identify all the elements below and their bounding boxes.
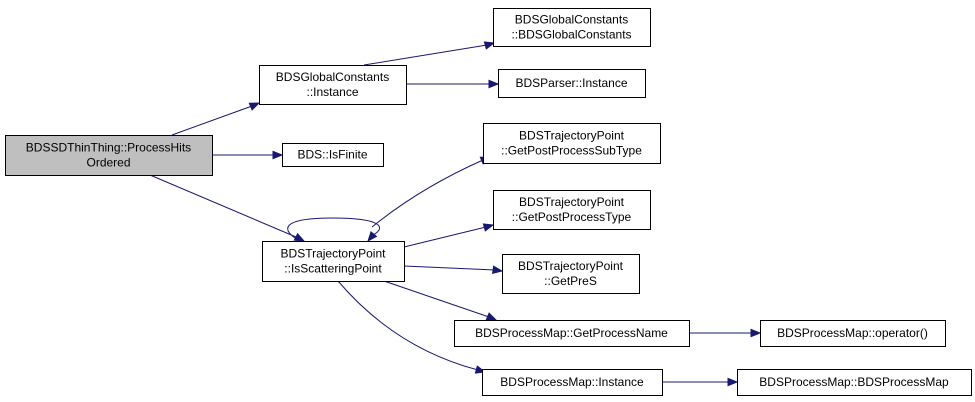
edge-gc-instance-to-parser-instance (406, 79, 500, 89)
arrowhead (293, 232, 306, 242)
edge-tp-isscattering-to-tp-isscattering (287, 217, 381, 243)
edge-tp-isscattering-to-tp-postsubtype (371, 156, 492, 228)
node-label-line: BDSTrajectoryPoint (281, 247, 387, 261)
node-box[interactable] (760, 320, 946, 347)
node-label-line: BDSSDThinThing::ProcessHits (26, 141, 191, 155)
edge-line (403, 265, 496, 271)
node-label-line: ::BDSGlobalConstants (511, 28, 631, 42)
arrowhead (492, 265, 504, 274)
node-label-line: BDSProcessMap::GetProcessName (475, 326, 668, 340)
node-label-line: BDSTrajectoryPoint (518, 259, 624, 273)
arrowhead (727, 377, 739, 387)
node-box[interactable] (737, 369, 972, 396)
node-box[interactable] (498, 69, 646, 98)
edge-tp-isscattering-to-tp-pres (403, 265, 504, 274)
node-tp-isscattering[interactable]: BDSTrajectoryPoint::IsScatteringPoint (262, 241, 405, 282)
node-label-line: ::GetPostProcessType (512, 210, 632, 224)
edge-line (171, 105, 253, 136)
edge-line (363, 44, 488, 66)
edge-line (371, 159, 484, 228)
node-label-line: Ordered (86, 156, 130, 170)
arrowhead (248, 102, 261, 111)
edge-line (337, 280, 479, 371)
node-pm-instance[interactable]: BDSProcessMap::Instance (482, 369, 663, 396)
node-box[interactable] (493, 8, 651, 47)
edge-line (149, 174, 297, 238)
edge-tp-isscattering-to-tp-posttype (403, 223, 495, 248)
edge-pm-getname-to-pm-operator (689, 328, 762, 338)
node-pm-getname[interactable]: BDSProcessMap::GetProcessName (454, 320, 690, 347)
arrowhead (272, 150, 284, 160)
node-box[interactable] (483, 123, 661, 164)
node-box[interactable] (454, 320, 690, 347)
edge-root-to-tp-isscattering (149, 174, 306, 242)
node-box[interactable] (5, 135, 213, 176)
node-label-line: BDSGlobalConstants (515, 13, 628, 27)
node-box[interactable] (493, 190, 651, 230)
node-box[interactable] (259, 65, 407, 105)
node-label-line: BDSTrajectoryPoint (519, 195, 625, 209)
node-parser-instance[interactable]: BDSParser::Instance (498, 69, 646, 98)
arrowhead (483, 41, 496, 50)
node-label-line: ::GetPreS (544, 274, 597, 288)
edge-gc-instance-to-gc-ctor (363, 41, 496, 66)
edge-tp-isscattering-to-pm-instance (337, 280, 487, 374)
node-label-line: BDSParser::Instance (515, 76, 627, 90)
edge-tp-isscattering-to-pm-getname (383, 280, 498, 321)
edge-line (383, 280, 490, 318)
node-label-line: BDSProcessMap::BDSProcessMap (759, 375, 949, 389)
node-box[interactable] (482, 369, 663, 396)
node-box[interactable] (282, 143, 384, 167)
node-box[interactable] (262, 241, 405, 282)
node-isfinite[interactable]: BDS::IsFinite (282, 143, 384, 167)
edge-root-to-isfinite (212, 150, 284, 160)
node-label-line: ::GetPostProcessSubType (501, 144, 642, 158)
arrowhead (488, 79, 500, 89)
node-box[interactable] (502, 254, 640, 294)
node-gc-ctor[interactable]: BDSGlobalConstants::BDSGlobalConstants (493, 8, 651, 47)
node-label-line: BDSProcessMap::Instance (500, 375, 644, 389)
node-tp-pres[interactable]: BDSTrajectoryPoint::GetPreS (502, 254, 640, 294)
node-label-line: BDSGlobalConstants (276, 70, 389, 84)
edge-line (287, 217, 381, 242)
node-pm-ctor[interactable]: BDSProcessMap::BDSProcessMap (737, 369, 972, 396)
node-label-line: BDSProcessMap::operator() (777, 326, 928, 340)
edge-pm-instance-to-pm-ctor (662, 377, 739, 387)
node-tp-posttype[interactable]: BDSTrajectoryPoint::GetPostProcessType (493, 190, 651, 230)
edge-line (403, 226, 487, 248)
node-label-line: BDS::IsFinite (297, 148, 367, 162)
node-label-line: ::IsScatteringPoint (284, 262, 382, 276)
node-tp-postsubtype[interactable]: BDSTrajectoryPoint::GetPostProcessSubTyp… (483, 123, 661, 164)
node-gc-instance[interactable]: BDSGlobalConstants::Instance (259, 65, 407, 105)
edge-root-to-gc-instance (171, 102, 261, 136)
call-edges (149, 41, 762, 387)
arrowhead (485, 312, 498, 321)
node-pm-operator[interactable]: BDSProcessMap::operator() (760, 320, 946, 347)
arrowhead (367, 230, 378, 243)
node-label-line: ::Instance (306, 85, 358, 99)
node-label-line: BDSTrajectoryPoint (519, 129, 625, 143)
arrowhead (750, 328, 762, 338)
arrowhead (482, 223, 495, 232)
